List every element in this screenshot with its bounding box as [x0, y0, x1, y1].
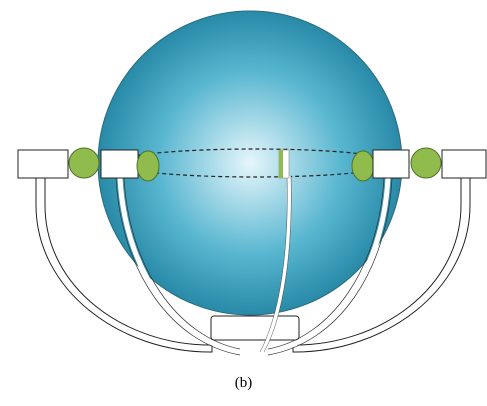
base-block [210, 315, 300, 341]
left-inner-cable [117, 177, 241, 355]
right-external-sensor [410, 147, 442, 179]
right-inner-mount-box [372, 149, 410, 179]
left-inner-mount-box [100, 149, 139, 179]
left-sphere-sensor [136, 150, 160, 182]
left-outer-mount-box [17, 149, 69, 179]
left-external-sensor [68, 147, 100, 179]
right-inner-cable [267, 177, 391, 355]
center-sensor-green [279, 150, 283, 178]
left-inner-cable-outline [115, 177, 241, 356]
right-sphere-sensor [351, 150, 375, 182]
center-cable [260, 175, 292, 353]
right-outer-mount-box [441, 149, 487, 179]
right-inner-cable-outline [267, 177, 393, 356]
figure-caption: (b) [234, 375, 253, 391]
center-cable-outline [259, 175, 292, 353]
